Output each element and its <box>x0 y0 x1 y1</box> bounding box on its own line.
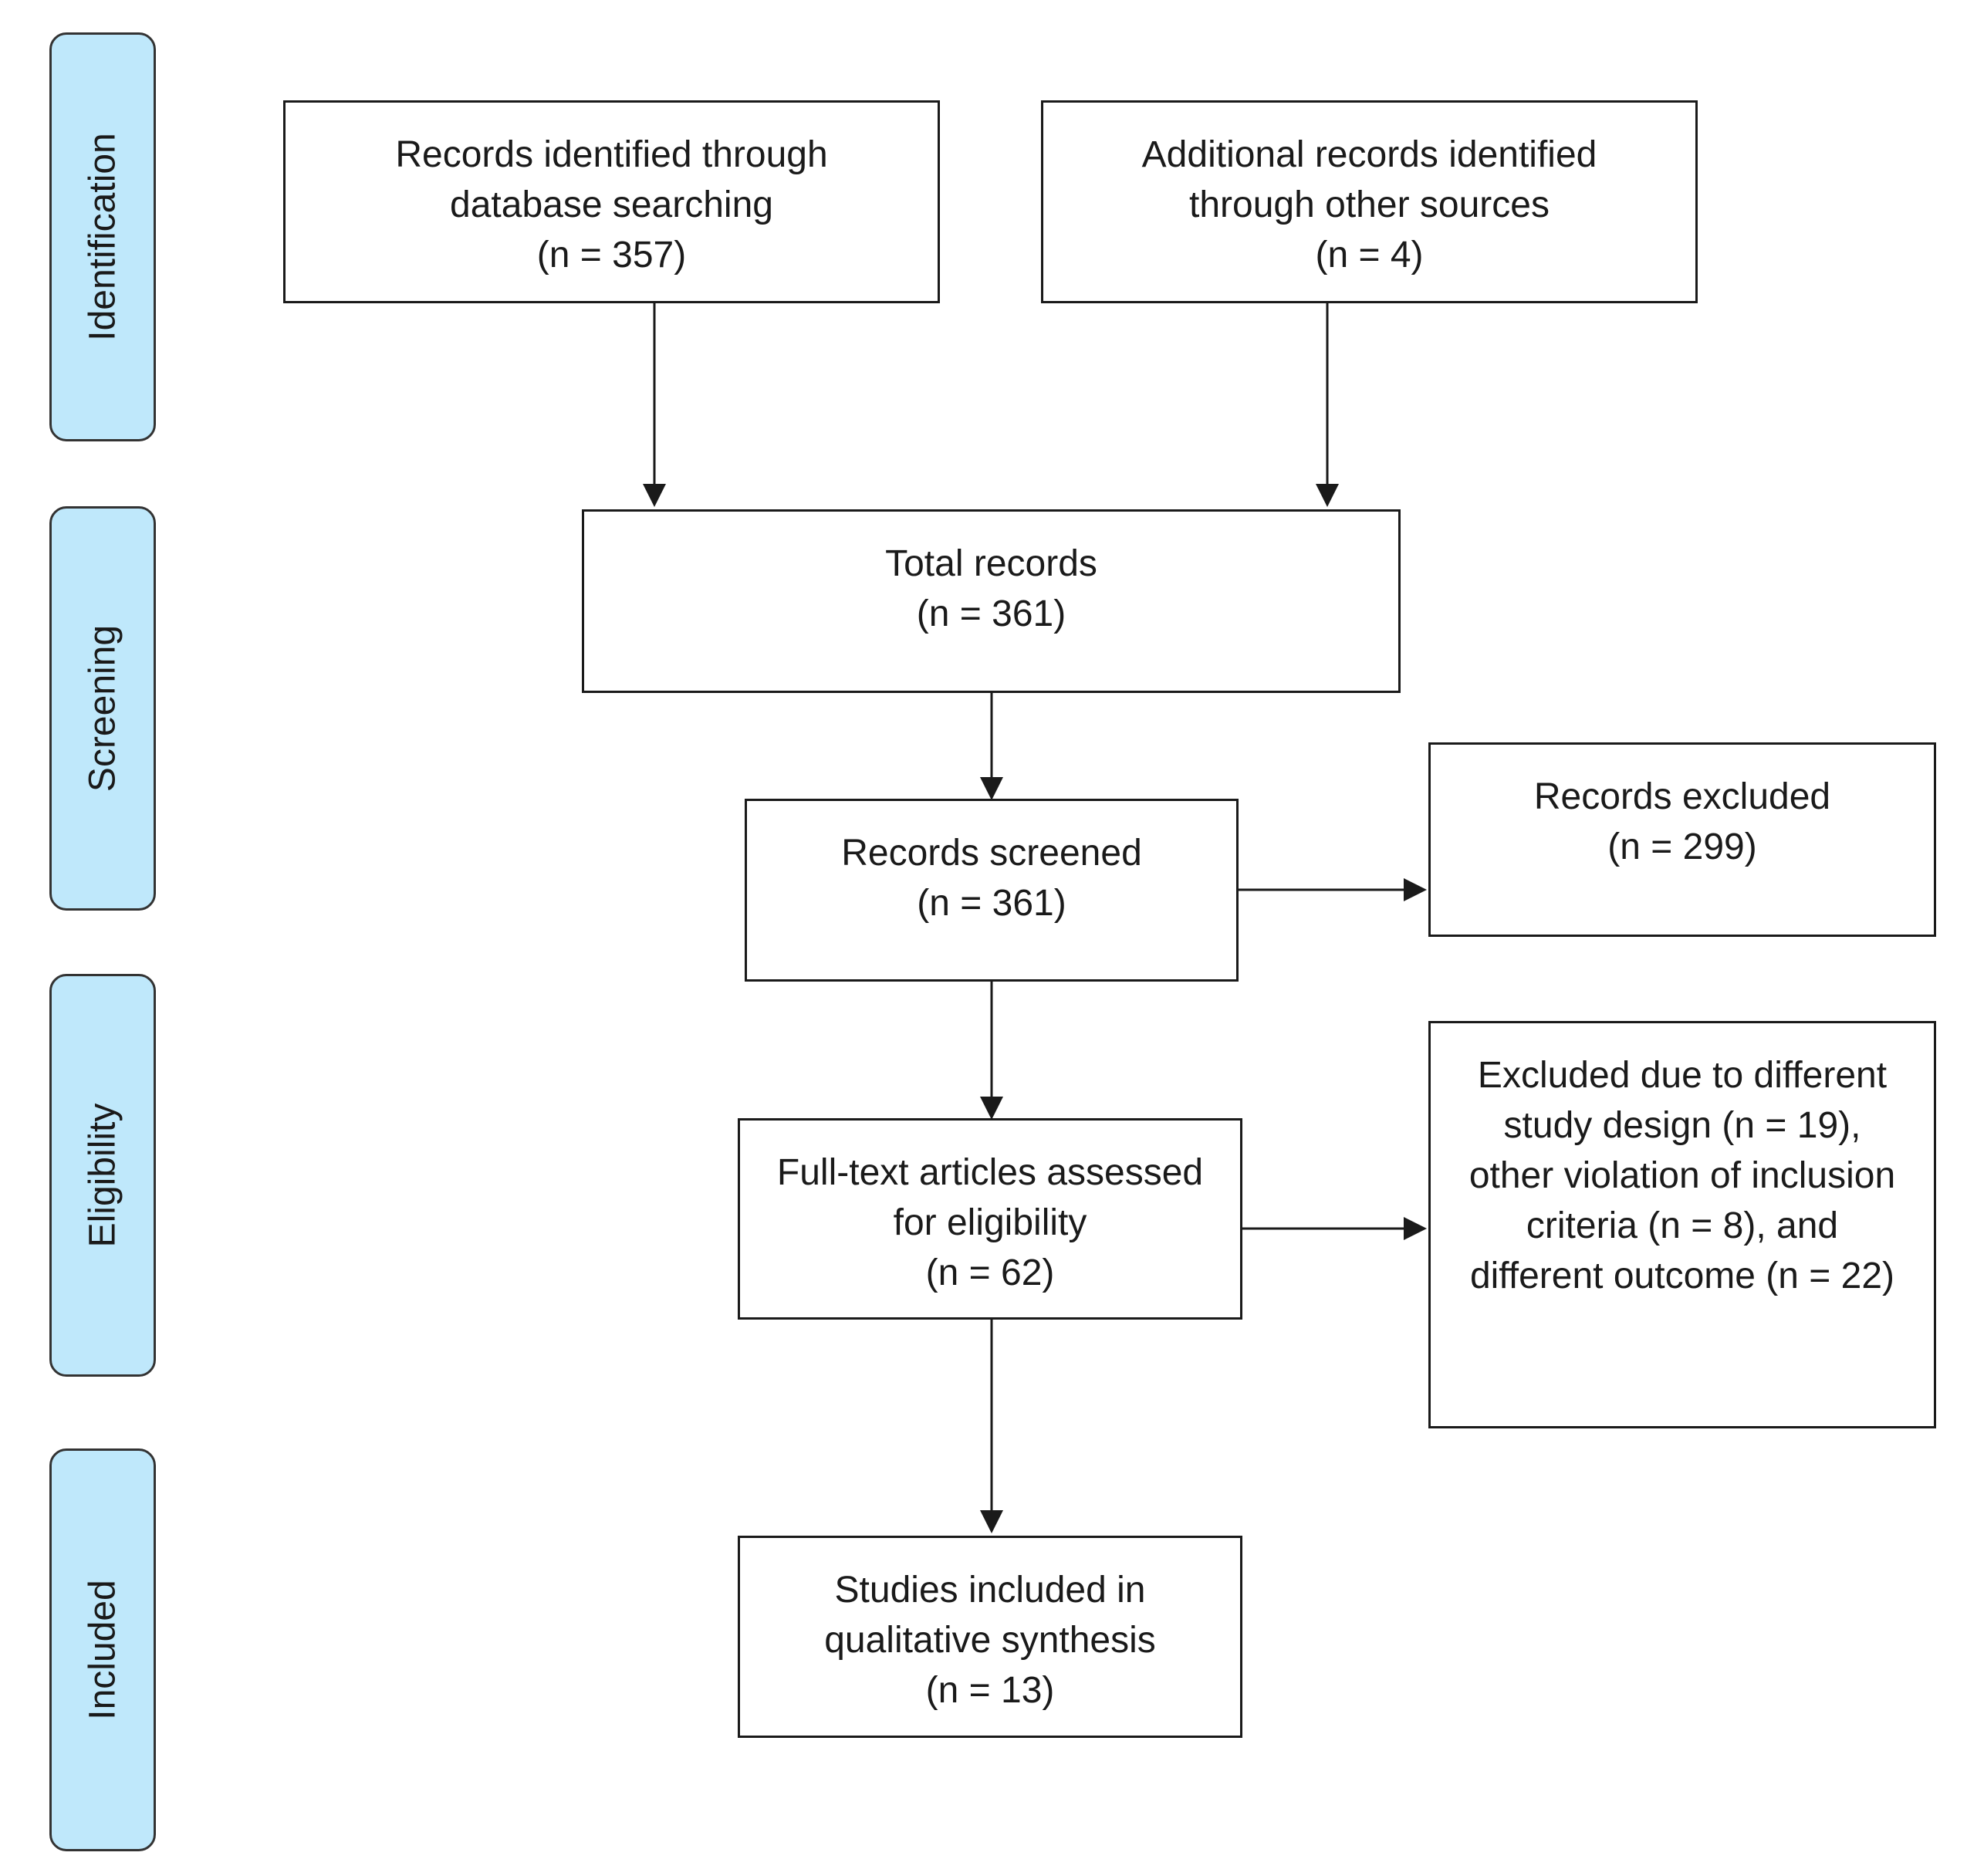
box-fulltext-excluded-line-3: other violation of inclusion <box>1468 1155 1896 1196</box>
stage-screening: Screening <box>49 506 156 911</box>
box-screened-label: Records screened <box>841 833 1142 874</box>
box-other-sources: Additional records identified through ot… <box>1041 100 1698 303</box>
stage-included: Included <box>49 1448 156 1851</box>
box-fulltext-excluded-line-5: different outcome (n = 22) <box>1469 1256 1895 1296</box>
box-fulltext-line-2: for eligibility <box>893 1202 1087 1243</box>
box-fulltext-excluded: Excluded due to different study design (… <box>1428 1021 1936 1428</box>
box-database-line-2: database searching <box>450 184 773 225</box>
box-fulltext-excluded-line-4: criteria (n = 8), and <box>1526 1205 1839 1246</box>
box-database-line-1: Records identified through <box>395 134 828 175</box>
box-excluded-label: Records excluded <box>1533 776 1831 817</box>
box-total-count: (n = 361) <box>916 593 1066 634</box>
box-database-count: (n = 357) <box>536 235 687 275</box>
stage-eligibility: Eligibility <box>49 974 156 1377</box>
stage-identification: Identification <box>49 32 156 441</box>
box-other-line-1: Additional records identified <box>1141 134 1597 175</box>
box-screened-count: (n = 361) <box>917 883 1066 924</box>
box-included-line-2: qualitative synthesis <box>824 1620 1156 1661</box>
box-included-line-1: Studies included in <box>834 1570 1146 1611</box>
box-studies-included: Studies included in qualitative synthesi… <box>738 1536 1242 1738</box>
box-records-excluded: Records excluded (n = 299) <box>1428 742 1936 937</box>
box-other-line-2: through other sources <box>1189 184 1550 225</box>
box-total-label: Total records <box>885 543 1097 584</box>
box-records-screened: Records screened (n = 361) <box>745 799 1239 982</box>
box-excluded-count: (n = 299) <box>1607 826 1757 867</box>
box-other-count: (n = 4) <box>1315 235 1424 275</box>
box-fulltext-count: (n = 62) <box>925 1252 1055 1293</box>
box-fulltext-assessed: Full-text articles assessed for eligibil… <box>738 1118 1242 1320</box>
box-fulltext-line-1: Full-text articles assessed <box>776 1152 1204 1193</box>
box-included-count: (n = 13) <box>925 1670 1055 1711</box>
box-fulltext-excluded-line-2: study design (n = 19), <box>1503 1105 1861 1146</box>
box-fulltext-excluded-line-1: Excluded due to different <box>1477 1055 1888 1096</box>
box-database-records: Records identified through database sear… <box>283 100 940 303</box>
box-total-records: Total records (n = 361) <box>582 509 1401 693</box>
